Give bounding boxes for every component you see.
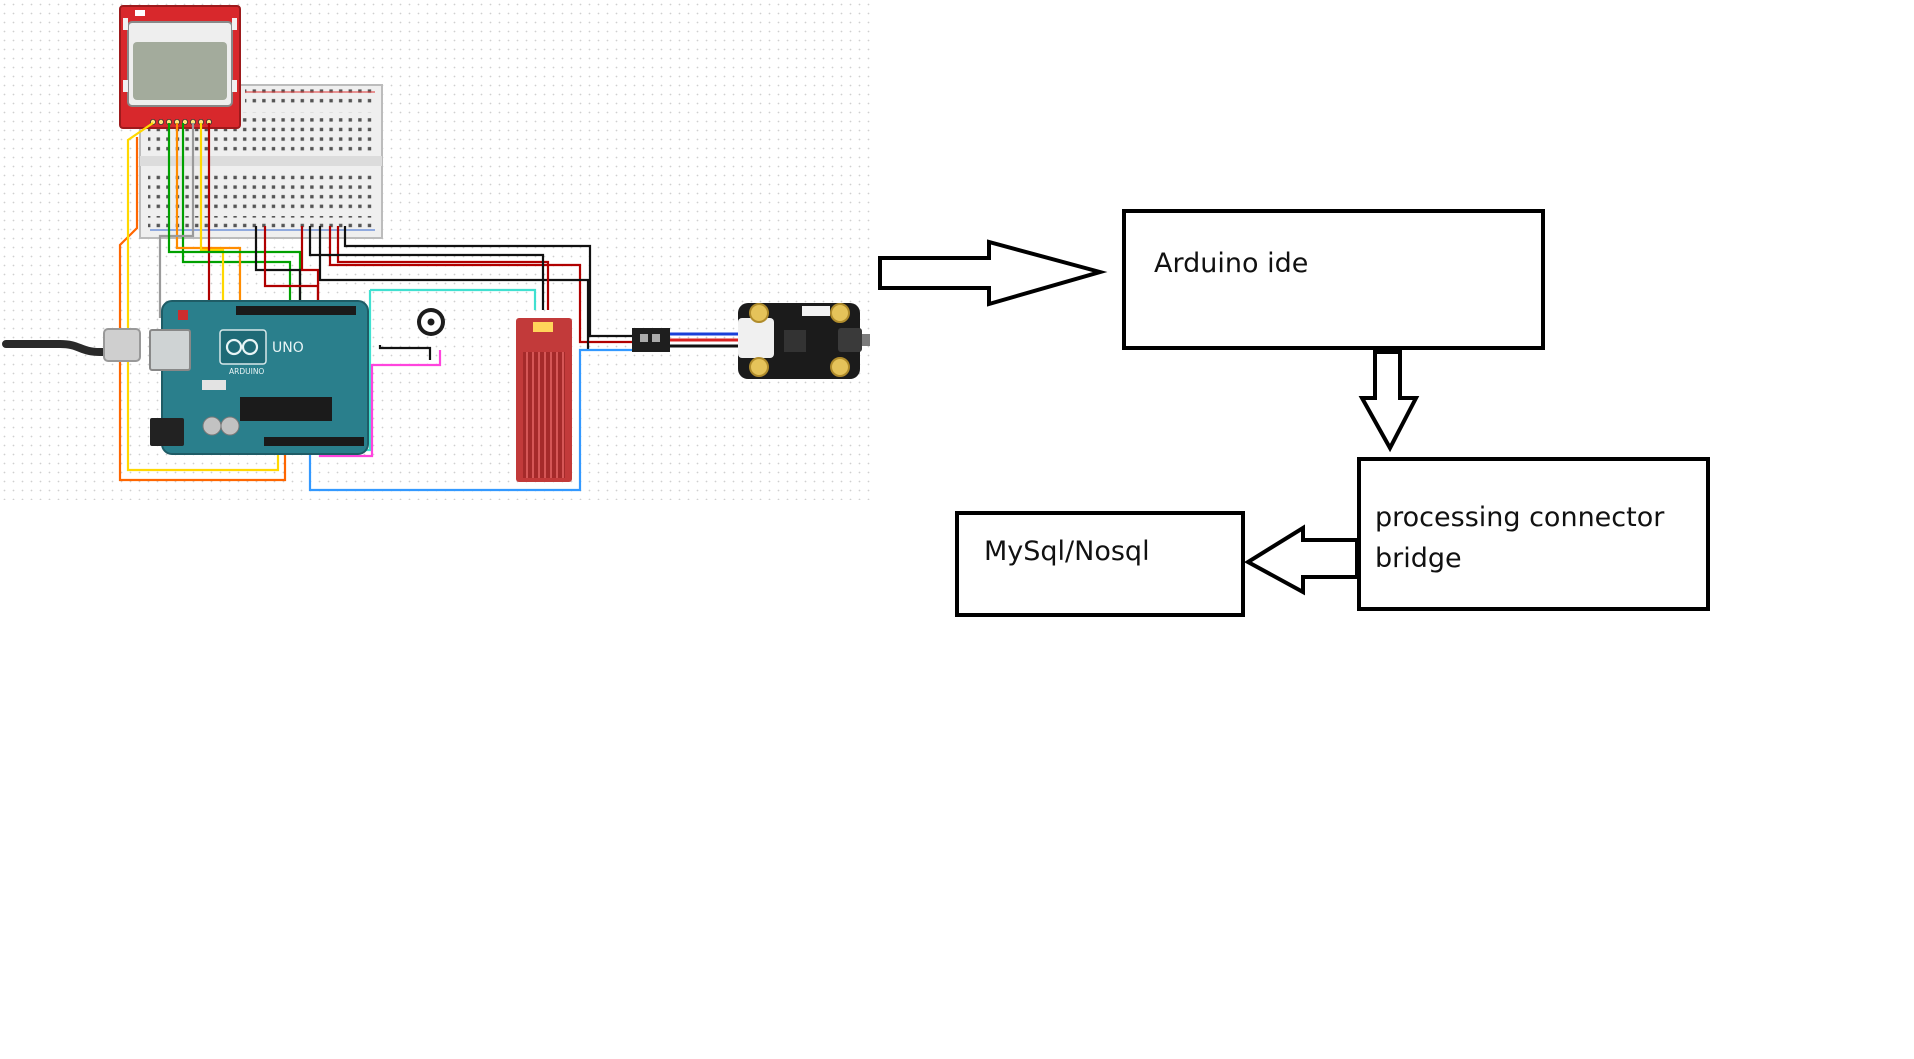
board-model-label: UNO bbox=[272, 340, 304, 356]
wires bbox=[118, 122, 645, 492]
sound-sensor-module-icon bbox=[738, 303, 870, 379]
node-processing-bridge: processing connector bridge bbox=[1357, 457, 1710, 611]
node-arduino-ide: Arduino ide bbox=[1122, 209, 1545, 350]
board-brand-label: ARDUINO bbox=[229, 367, 264, 376]
arduino-uno-icon: ARDUINO UNO bbox=[149, 300, 369, 455]
arrow-ide-to-bridge bbox=[1358, 350, 1420, 453]
circuit-illustration: ARDUINO UNO bbox=[0, 0, 875, 500]
node-processing-bridge-line-2: bridge bbox=[1375, 543, 1462, 574]
node-arduino-ide-label: Arduino ide bbox=[1154, 248, 1309, 279]
node-processing-bridge-line-1: processing connector bbox=[1375, 502, 1665, 533]
arrow-bridge-to-database bbox=[1244, 524, 1359, 596]
node-database-label: MySql/Nosql bbox=[984, 536, 1150, 567]
buzzer-icon bbox=[417, 308, 445, 336]
usb-cable-icon bbox=[2, 328, 141, 362]
node-database: MySql/Nosql bbox=[955, 511, 1245, 617]
node-processing-bridge-label: processing connector bridge bbox=[1375, 497, 1664, 579]
arrow-circuit-to-ide bbox=[878, 239, 1108, 307]
sensor-cable bbox=[632, 328, 742, 352]
lcd-display-icon bbox=[119, 5, 241, 129]
water-level-sensor-icon bbox=[516, 318, 572, 482]
